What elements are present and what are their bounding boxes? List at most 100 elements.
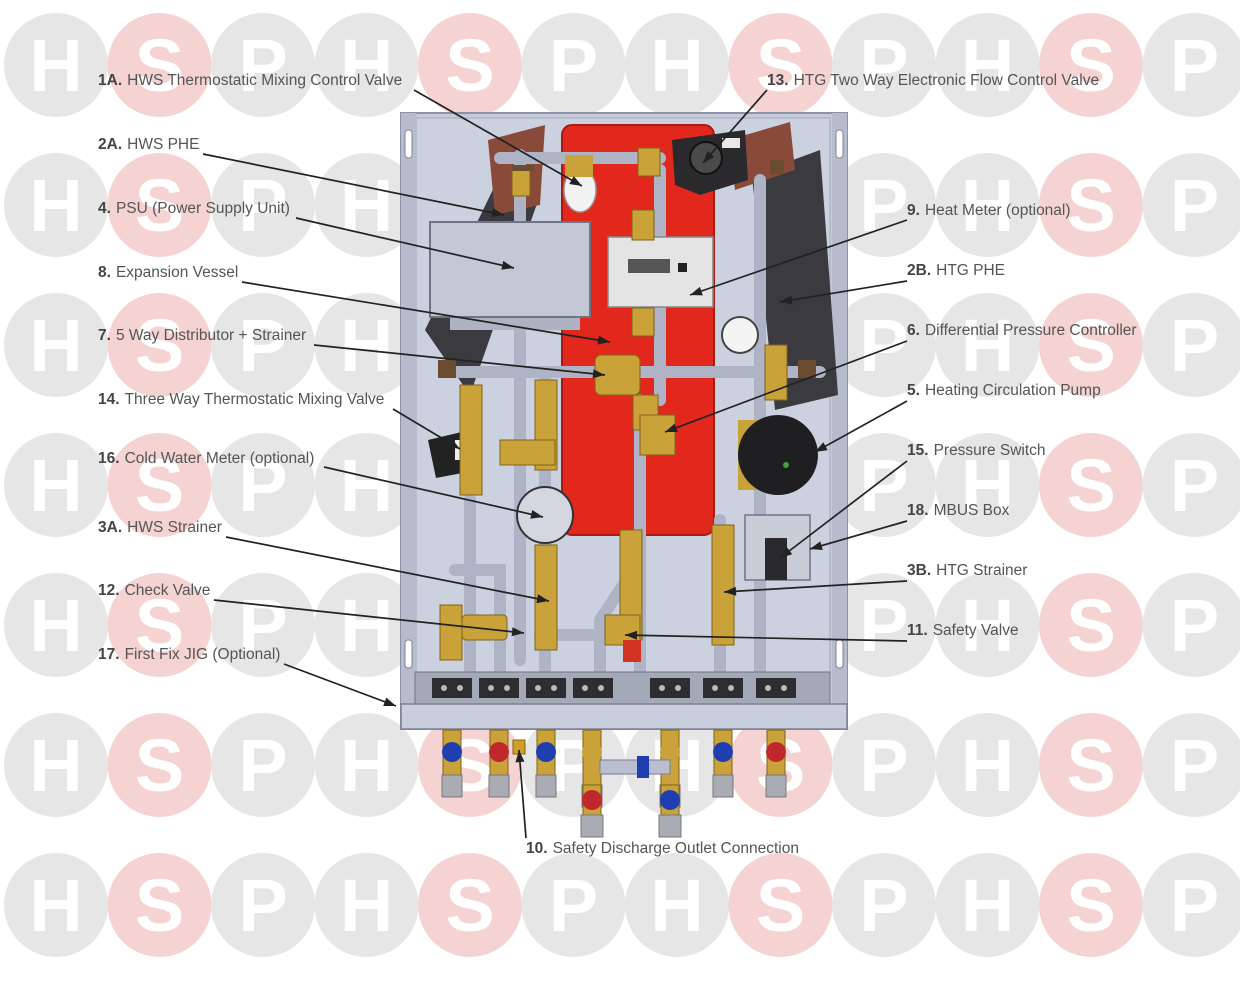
svg-text:S: S (135, 164, 184, 247)
leader-line (723, 580, 908, 593)
svg-text:P: P (549, 24, 598, 107)
arrowhead (511, 627, 524, 637)
svg-text:S: S (135, 444, 184, 527)
callout-9: 9.Heat Meter (optional) (907, 202, 1071, 219)
watermark-tile: P (211, 433, 315, 537)
callout-12: 12.Check Valve (98, 582, 211, 599)
watermark-tile: S (418, 853, 522, 957)
svg-text:H: H (29, 584, 82, 667)
bar-block (432, 678, 472, 698)
svg-text:P: P (1170, 304, 1219, 387)
svg-text:P: P (1170, 864, 1219, 947)
svg-text:H: H (29, 724, 82, 807)
pipe-nuts (438, 160, 816, 378)
svg-text:P: P (238, 584, 287, 667)
callout-16: 16.Cold Water Meter (optional) (98, 450, 315, 467)
arrowhead (530, 509, 543, 519)
brass-fittings (439, 147, 788, 661)
svg-text:H: H (961, 864, 1014, 947)
watermark-tile: S (107, 713, 212, 817)
leader-line (664, 340, 908, 433)
watermark-tile: H (4, 853, 108, 957)
watermark-tile: S (1039, 293, 1143, 397)
arrowhead (501, 260, 514, 270)
svg-text:P: P (859, 584, 908, 667)
watermark-tile: S (1039, 433, 1143, 537)
leader-line (313, 344, 606, 376)
svg-text:H: H (340, 164, 393, 247)
svg-text:S: S (1066, 724, 1115, 807)
svg-text:S: S (1066, 584, 1115, 667)
svg-text:H: H (340, 724, 393, 807)
arrowhead (690, 286, 703, 296)
svg-text:H: H (961, 724, 1014, 807)
callout-7: 7.5 Way Distributor + Strainer (98, 327, 307, 344)
svg-text:S: S (445, 24, 494, 107)
pump-led (783, 462, 789, 468)
valve-handle (442, 742, 462, 762)
leader-line (392, 408, 461, 450)
isolation-valve (535, 729, 557, 798)
watermark-tile: S (418, 13, 522, 117)
svg-text:P: P (1170, 584, 1219, 667)
watermark-tile: S (1039, 713, 1143, 817)
watermark-tile: P (211, 573, 315, 677)
callout-3a: 3A.HWS Strainer (98, 519, 222, 536)
cold-water-meter (516, 486, 574, 544)
svg-text:S: S (135, 724, 184, 807)
watermark-tile: P (211, 293, 315, 397)
bar-block (573, 678, 613, 698)
callout-15: 15.Pressure Switch (907, 442, 1046, 459)
leader-arrowheads (383, 151, 828, 763)
watermark-tile: S (107, 13, 212, 117)
watermark-tile: S (107, 293, 212, 397)
bar-block (703, 678, 743, 698)
svg-text:S: S (135, 304, 184, 387)
valve-handle (536, 742, 556, 762)
svg-text:S: S (1066, 24, 1115, 107)
callout-6: 6.Differential Pressure Controller (907, 322, 1137, 339)
isolation-valve (712, 729, 734, 798)
svg-text:H: H (961, 164, 1014, 247)
svg-text:P: P (549, 864, 598, 947)
watermark-tile: P (1142, 713, 1240, 817)
watermark-tile: S (1039, 573, 1143, 677)
leader-line (202, 153, 505, 216)
svg-text:S: S (1066, 304, 1115, 387)
panel-side-left (401, 113, 416, 729)
watermark-tile: P (211, 853, 315, 957)
watermark-tile: H (935, 153, 1040, 257)
arrowhead (569, 176, 582, 186)
svg-text:P: P (1170, 724, 1219, 807)
callout-5: 5.Heating Circulation Pump (907, 382, 1101, 399)
svg-text:P: P (1170, 24, 1219, 107)
arrowhead (703, 151, 715, 163)
watermark-tile: P (211, 713, 315, 817)
leader-line (809, 520, 908, 550)
arrowhead (665, 423, 678, 432)
watermark-tile: H (314, 433, 419, 537)
isolation-bar-blocks (432, 678, 796, 698)
watermark-tile: P (521, 13, 626, 117)
arrowhead (592, 369, 605, 379)
svg-text:S: S (445, 864, 494, 947)
svg-text:S: S (135, 864, 184, 947)
watermark-tile: S (107, 573, 212, 677)
bar-block (650, 678, 690, 698)
watermark-tile: H (4, 153, 108, 257)
svg-text:S: S (756, 864, 805, 947)
svg-text:H: H (961, 584, 1014, 667)
psu-box (429, 221, 591, 318)
pressure-switch (765, 538, 787, 580)
callout-11: 11.Safety Valve (907, 622, 1019, 639)
actuator-label (722, 138, 740, 148)
lower-valves (580, 784, 682, 838)
callout-14: 14.Three Way Thermostatic Mixing Valve (98, 391, 385, 408)
watermark-tile: H (4, 573, 108, 677)
watermark-tile: H (935, 853, 1040, 957)
callout-2b: 2B.HTG PHE (907, 262, 1006, 279)
svg-text:H: H (961, 304, 1014, 387)
valve-handle (660, 742, 680, 762)
panel-side-right (832, 113, 847, 729)
svg-text:P: P (238, 444, 287, 527)
